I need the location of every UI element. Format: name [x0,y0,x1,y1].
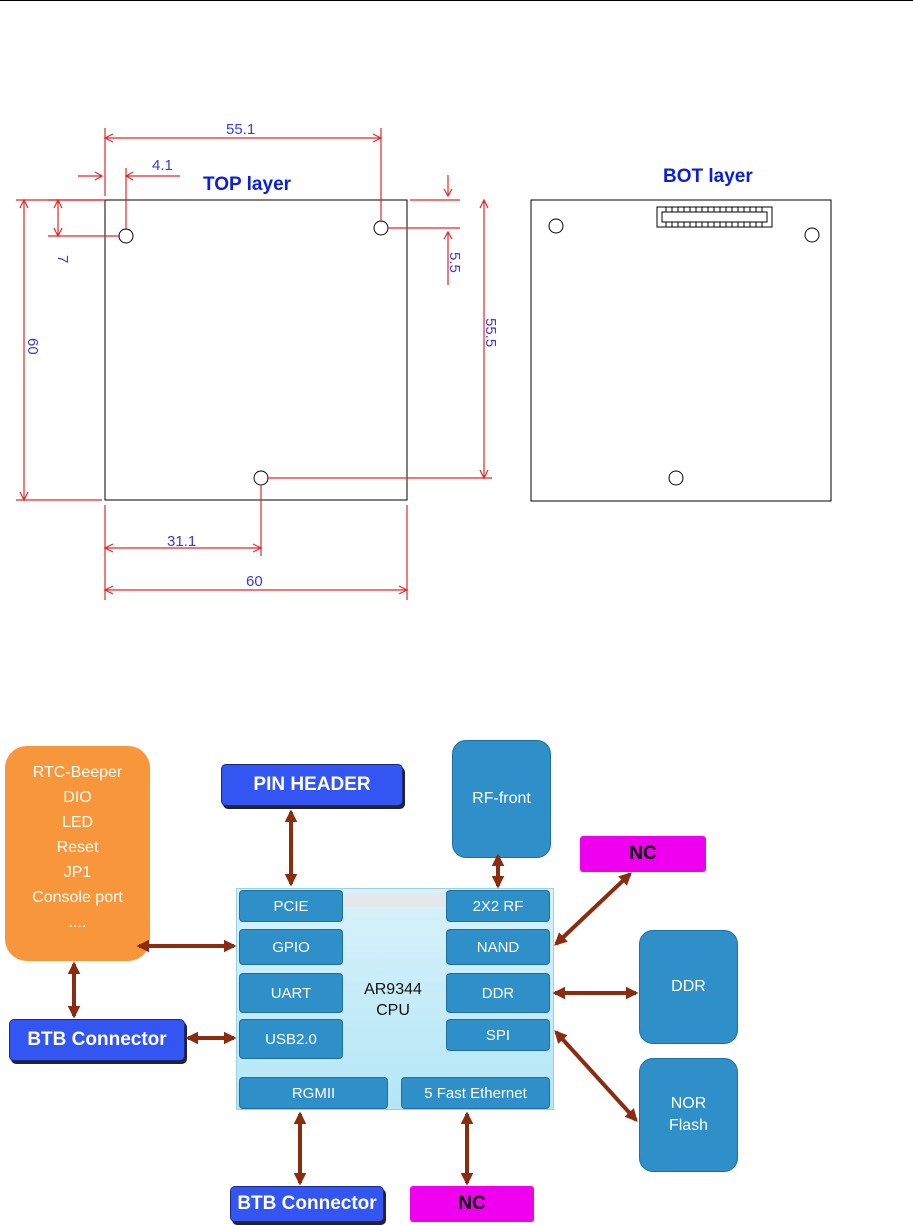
nor-flash-block: NOR Flash [639,1058,738,1172]
peripheral-item: DIO [5,785,150,810]
bot-mount-hole-3 [669,471,683,485]
port-rgmii: RGMII [239,1077,388,1109]
arrow-nc-nand [556,874,630,944]
bot-connector-icon [657,207,772,227]
bot-layer-title: BOT layer [663,166,753,187]
pin-header-block: PIN HEADER [221,764,403,806]
cpu-top-bar [344,893,446,907]
nc-block-bottom: NC [410,1186,534,1222]
top-mount-hole-2 [374,221,388,235]
arrow-spi-nor [556,1032,636,1120]
bot-mount-hole-2 [805,228,819,242]
dim-7: 7 [54,255,71,263]
top-layer-title: TOP layer [203,174,292,195]
port-ddr: DDR [446,973,550,1013]
peripheral-io-box: RTC-Beeper DIO LED Reset JP1 Console por… [5,746,150,961]
btb-connector-bottom: BTB Connector [230,1186,384,1222]
port-usb: USB2.0 [239,1019,343,1059]
cpu-label-line2: CPU [376,1000,410,1021]
peripheral-item: LED [5,810,150,835]
bot-board-outline [531,200,831,501]
peripheral-item: JP1 [5,860,150,885]
rf-front-block: RF-front [452,740,551,858]
dim-60-horizontal: 60 [246,573,263,590]
port-nand: NAND [446,929,550,965]
port-5-fast-ethernet: 5 Fast Ethernet [401,1077,550,1109]
mechanical-drawing: TOP layer BOT layer [0,0,913,640]
dim-4-1: 4.1 [152,157,173,174]
top-board-outline [105,200,407,500]
cpu-label-line1: AR9344 [364,979,422,1000]
top-mount-hole-1 [119,229,133,243]
nor-flash-line1: NOR [671,1093,707,1115]
btb-connector-left: BTB Connector [9,1019,185,1061]
peripheral-item: RTC-Beeper [5,760,150,785]
top-mount-hole-3 [254,471,268,485]
dim-5-5: 5.5 [446,252,463,273]
bot-mount-hole-1 [549,219,563,233]
peripheral-item: .... [5,910,150,935]
dim-31-1: 31.1 [167,533,196,550]
cpu-label: AR9344 CPU [348,975,438,1025]
port-gpio: GPIO [239,929,343,965]
port-pcie: PCIE [239,890,343,922]
port-spi: SPI [446,1019,550,1051]
dim-60-vertical: 60 [24,338,41,355]
port-2x2-rf: 2X2 RF [446,890,550,922]
nor-flash-line2: Flash [669,1115,708,1137]
dim-55-1: 55.1 [226,121,255,138]
peripheral-item: Console port [5,885,150,910]
ddr-memory-block: DDR [639,930,738,1044]
dim-55-5: 55.5 [482,318,499,347]
nc-block-top: NC [580,836,706,872]
port-uart: UART [239,973,343,1013]
peripheral-item: Reset [5,835,150,860]
